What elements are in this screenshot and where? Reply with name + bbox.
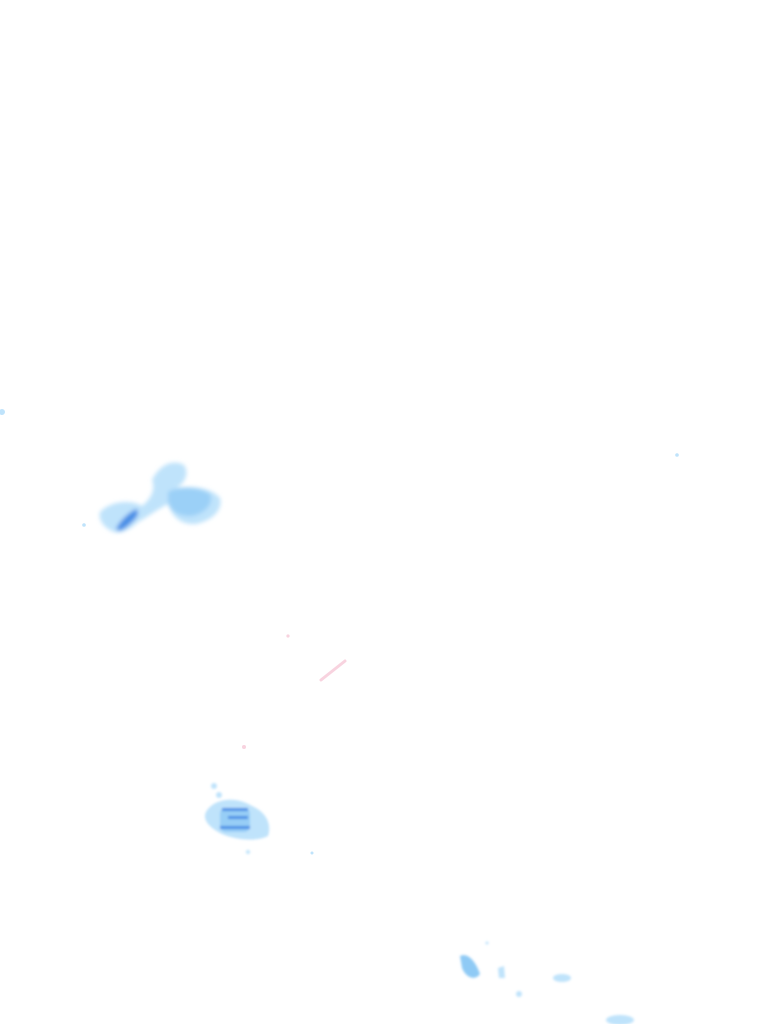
pink-streak [319, 659, 347, 682]
echo-cluster-south-stub [498, 966, 505, 978]
echo-speck-edge-left [0, 409, 5, 415]
echo-cluster-north-core [116, 509, 139, 531]
echo-speck-central-2 [216, 792, 222, 798]
echo-speck-central-1 [211, 783, 217, 789]
echo-cluster-south-edge [606, 1015, 634, 1024]
pink-speck-1 [286, 634, 290, 638]
stray-pixel-overlay [0, 409, 679, 855]
echo-speck-small-left [82, 523, 86, 527]
echo-speck-small-mid [310, 851, 314, 855]
echo-cluster-north-mid [168, 487, 212, 517]
precipitation-overlay [99, 462, 634, 1024]
pink-speck-2 [242, 745, 246, 749]
echo-cluster-north [99, 462, 221, 533]
echo-band-1 [222, 808, 248, 811]
echo-cluster-central [204, 783, 270, 854]
echo-band-3 [220, 826, 250, 829]
echo-speck-south-1 [516, 991, 522, 997]
echo-speck-south-2 [485, 941, 489, 945]
echo-band-2 [228, 816, 248, 819]
echo-speck-edge-right [675, 453, 679, 457]
echo-speck-central-3 [246, 850, 250, 854]
echo-cluster-south-main [460, 955, 480, 978]
echo-cluster-south [460, 941, 634, 1024]
echo-cluster-south-patch [553, 974, 571, 982]
